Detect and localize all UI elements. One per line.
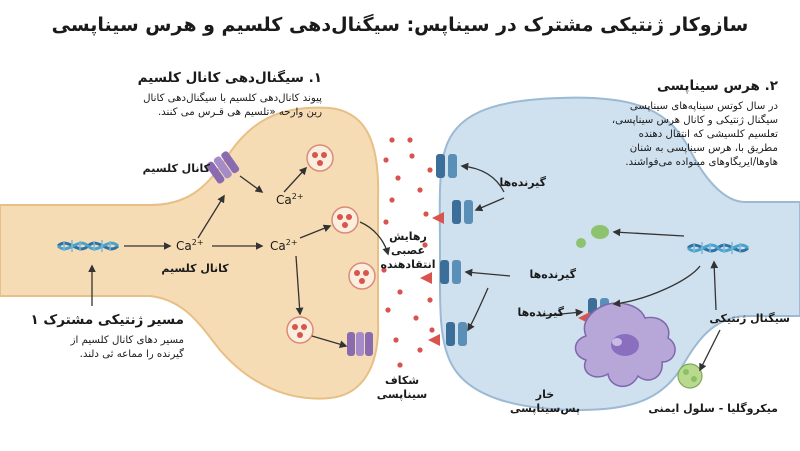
spine-label-1: خار [535, 388, 555, 401]
section2-heading: ۲. هرس سیناپسی [657, 78, 778, 94]
receptor-arrows [359, 162, 721, 372]
release-label-2: عصبی [391, 244, 425, 257]
calcium-channel-label-bottom: کانال کلسیم [161, 262, 229, 275]
section2-line-3: تعلسیم کلسیشی که انتقال دهنده [638, 129, 778, 140]
genetic-signal-cell [677, 363, 703, 389]
section2-line-5: هاوها/ایریگاوهای مبنواده می‌فواشند. [625, 157, 778, 168]
pathway1-heading: مسیر ژنتیکی مشترک ۱ [30, 312, 184, 328]
vesicle-icon [348, 262, 376, 290]
microglia-label: میکروگلیا - سلول ایمنی [648, 402, 778, 415]
receptor-icon [436, 154, 457, 178]
ca-label-top: Ca2+ [276, 192, 304, 207]
genetic-signal-label: سیگنال ژنتیکی [709, 312, 790, 325]
pathway-arrows [88, 166, 348, 348]
pathway1-line1: مسیر دهای کانال کلسیم از [70, 335, 184, 346]
receptor-icon [446, 322, 467, 346]
calcium-channel-icon [206, 151, 240, 184]
dna-icon [686, 242, 750, 254]
lysosome-icon [576, 225, 609, 248]
receptor-icon [452, 200, 473, 224]
release-label-1: رهایش [389, 230, 427, 243]
dna-icon [56, 240, 120, 252]
pathway1-line2: گیرنده را مماعه ثی دلند. [79, 349, 184, 360]
synaptic-cleft-label-1: شکاف [384, 374, 420, 387]
section1-text-line2: رین وارحه «تلسیم هی قـرس می کنند. [157, 107, 322, 118]
neurotransmitter-dots [381, 137, 435, 368]
section1-text-line1: پیوند کانال‌دهی کلسیم با سیگنال‌دهی کانا… [143, 93, 322, 104]
calcium-channel-label-top: کانال کلسیم [142, 162, 210, 175]
section2-line-1: در سال کوتس سیناپه‌های سیناپسی [629, 101, 778, 112]
synaptic-cleft-label-2: سیناپسی [376, 388, 428, 401]
vesicle-icon [286, 316, 314, 344]
ca-label-mid: Ca2+ [270, 238, 298, 253]
spine-label-2: پس‌سیناپسی [509, 402, 581, 415]
receptors-label-2: گیرنده‌ها [529, 268, 576, 281]
section2-line-2: سیگنال ژنتیکی و کانال هرس سیناپسی، [611, 115, 778, 126]
vesicle-icon [331, 206, 359, 234]
section1-heading: ۱. سیگنال‌دهی کانال کلسیم [137, 70, 322, 86]
microglia-icon [574, 302, 676, 387]
page-title: سازوکار ژنتیکی مشترک در سیناپس: سیگنال‌د… [51, 14, 749, 36]
release-label-3: انتقادهنده [380, 258, 436, 271]
calcium-channel-icon [347, 332, 373, 356]
section2-line-4: مطریق با، هرس سیناپسی به شنان [629, 143, 778, 154]
receptors-label-1: گیرنده‌ها [499, 176, 546, 189]
ca-label-left: Ca2+ [176, 238, 204, 253]
vesicle-icon [306, 144, 334, 172]
receptors-label-3: گیرنده‌ها [517, 306, 564, 319]
postsynaptic-neuron [438, 96, 800, 412]
receptor-icon [440, 260, 461, 284]
